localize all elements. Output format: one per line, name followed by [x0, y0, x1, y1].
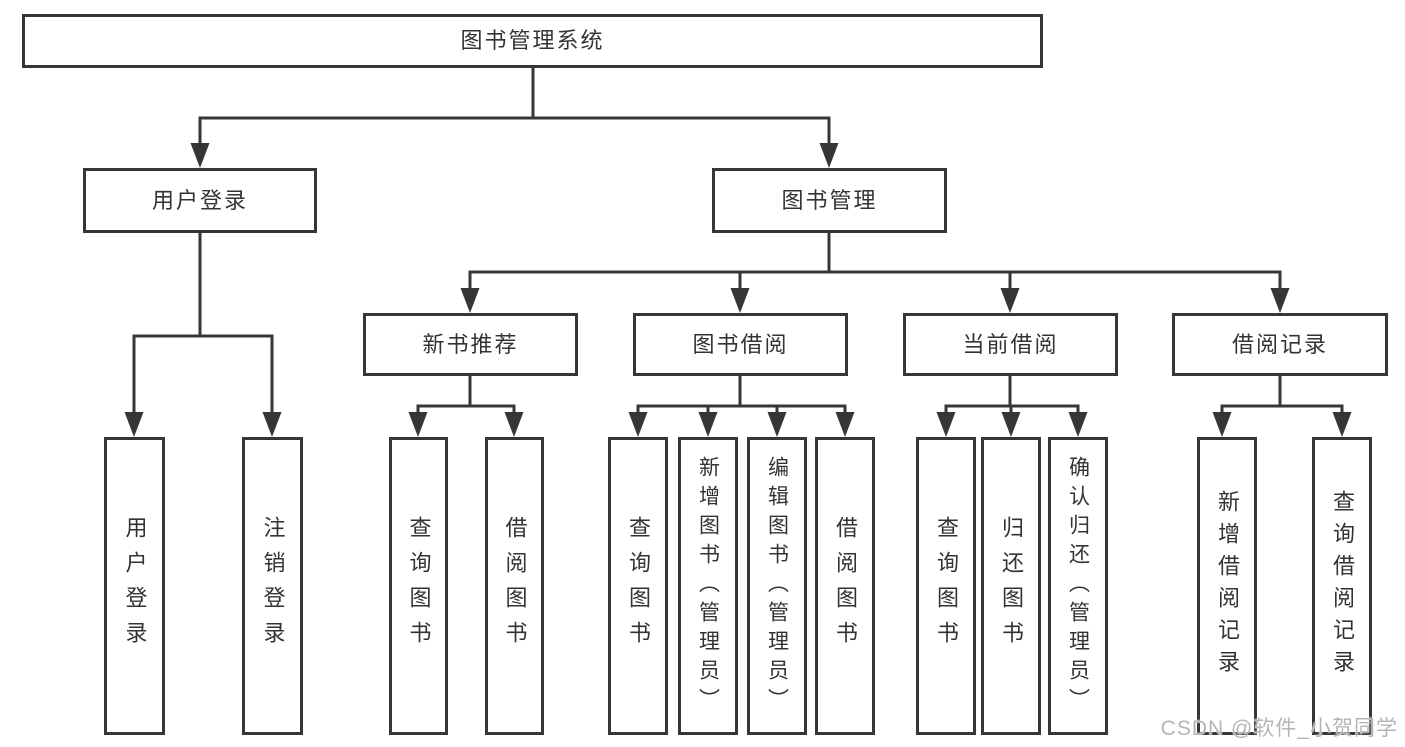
leaf-query-books-current-label: 查询图书 [934, 516, 959, 656]
arrowhead-down-icon [1001, 412, 1021, 437]
node-new-book-recommend: 新书推荐 [363, 313, 578, 376]
leaf-query-books-recommend: 查询图书 [389, 437, 448, 735]
leaf-add-books-admin: 新增图书（管理员） [678, 437, 738, 735]
node-user-login-label: 用户登录 [151, 187, 248, 213]
leaf-return-books: 归还图书 [981, 437, 1041, 735]
arrowhead-down-icon [1270, 288, 1290, 313]
leaf-query-books-borrowing-label: 查询图书 [626, 516, 651, 656]
node-root-label: 图书管理系统 [460, 28, 605, 53]
node-book-borrowing: 图书借阅 [633, 313, 848, 376]
node-new-book-recommend-label: 新书推荐 [422, 331, 519, 357]
leaf-confirm-return-admin-label: 确认归还（管理员） [1066, 455, 1090, 717]
arrowhead-down-icon [504, 412, 524, 437]
leaf-borrow-books-recommend: 借阅图书 [485, 437, 544, 735]
arrowhead-down-icon [628, 412, 648, 437]
node-borrowing-records-label: 借阅记录 [1231, 331, 1328, 357]
leaf-user-login: 用户登录 [104, 437, 165, 735]
leaf-borrow-books-borrowing: 借阅图书 [815, 437, 875, 735]
arrowhead-down-icon [1212, 412, 1232, 437]
arrowhead-down-icon [835, 412, 855, 437]
arrowhead-down-icon [408, 412, 428, 437]
node-borrowing-records: 借阅记录 [1172, 313, 1388, 376]
leaf-borrow-books-recommend-label: 借阅图书 [502, 516, 528, 656]
leaf-logout: 注销登录 [242, 437, 303, 735]
leaf-query-borrow-record: 查询借阅记录 [1312, 437, 1372, 735]
leaf-query-books-recommend-label: 查询图书 [406, 516, 432, 656]
leaf-logout-label: 注销登录 [260, 516, 286, 656]
arrowhead-down-icon [936, 412, 956, 437]
leaf-edit-books-admin: 编辑图书（管理员） [747, 437, 807, 735]
leaf-borrow-books-borrowing-label: 借阅图书 [833, 516, 858, 656]
leaf-add-borrow-record: 新增借阅记录 [1197, 437, 1257, 735]
node-root: 图书管理系统 [22, 14, 1043, 68]
arrowhead-down-icon [730, 288, 750, 313]
leaf-query-books-borrowing: 查询图书 [608, 437, 668, 735]
leaf-query-borrow-record-label: 查询借阅记录 [1330, 490, 1355, 682]
watermark: CSDN @软件_小贺同学 [1160, 717, 1398, 740]
node-book-management-label: 图书管理 [781, 187, 878, 213]
node-book-borrowing-label: 图书借阅 [692, 331, 789, 357]
arrowhead-down-icon [698, 412, 718, 437]
node-current-borrowing-label: 当前借阅 [962, 331, 1059, 357]
arrowhead-down-icon [1332, 412, 1352, 437]
arrowhead-down-icon [262, 412, 282, 437]
node-book-management: 图书管理 [712, 168, 947, 233]
arrowhead-down-icon [1000, 288, 1020, 313]
arrowhead-down-icon [124, 412, 144, 437]
leaf-return-books-label: 归还图书 [999, 516, 1024, 656]
arrowhead-down-icon [767, 412, 787, 437]
node-user-login: 用户登录 [83, 168, 317, 233]
leaf-query-books-current: 查询图书 [916, 437, 976, 735]
leaf-confirm-return-admin: 确认归还（管理员） [1048, 437, 1108, 735]
leaf-add-borrow-record-label: 新增借阅记录 [1215, 490, 1240, 682]
leaf-edit-books-admin-label: 编辑图书（管理员） [765, 455, 789, 717]
arrowhead-down-icon [460, 288, 480, 313]
leaf-add-books-admin-label: 新增图书（管理员） [696, 455, 720, 717]
arrowhead-down-icon [819, 143, 839, 168]
arrowhead-down-icon [1068, 412, 1088, 437]
node-current-borrowing: 当前借阅 [903, 313, 1118, 376]
arrowhead-down-icon [190, 143, 210, 168]
leaf-user-login-label: 用户登录 [122, 516, 148, 656]
